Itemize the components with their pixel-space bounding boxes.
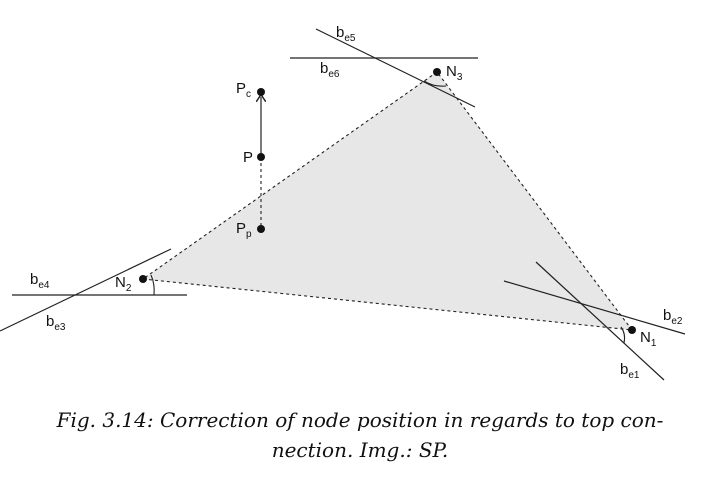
line-be1 bbox=[535, 261, 665, 381]
node-n3 bbox=[433, 68, 441, 76]
triangle-area bbox=[143, 72, 632, 330]
node-n1 bbox=[628, 326, 636, 334]
angle-arc-n3 bbox=[423, 80, 447, 87]
label-n2: N2 bbox=[115, 274, 132, 294]
edge-n2-n1 bbox=[142, 278, 633, 331]
label-pc: Pc bbox=[236, 80, 251, 100]
point-pc bbox=[257, 88, 265, 96]
diagram: be5 be6 N3 Pc P Pp be4 N2 be3 be2 N1 be1 bbox=[0, 24, 686, 381]
label-pp: Pp bbox=[236, 220, 252, 240]
figure-caption: Fig. 3.14: Correction of node position i… bbox=[30, 405, 690, 465]
label-be1: be1 bbox=[620, 361, 640, 381]
caption-line-1: Fig. 3.14: Correction of node position i… bbox=[56, 408, 664, 432]
border-lines bbox=[0, 28, 686, 381]
label-be2: be2 bbox=[663, 307, 683, 327]
label-be3: be3 bbox=[46, 313, 66, 333]
label-n1: N1 bbox=[640, 329, 657, 349]
line-be3 bbox=[0, 248, 172, 332]
point-p bbox=[257, 153, 265, 161]
caption-line-2: nection. Img.: SP. bbox=[271, 438, 449, 462]
points bbox=[139, 68, 636, 334]
point-pp bbox=[257, 225, 265, 233]
angle-arc-n2 bbox=[150, 274, 155, 296]
node-n2 bbox=[139, 275, 147, 283]
label-be4: be4 bbox=[30, 271, 50, 291]
angle-arcs bbox=[150, 80, 626, 344]
label-p: P bbox=[243, 149, 253, 166]
line-be2 bbox=[503, 280, 686, 335]
label-be5: be5 bbox=[336, 24, 356, 44]
line-be5 bbox=[315, 28, 476, 108]
label-be6: be6 bbox=[320, 60, 340, 80]
triangle-edges bbox=[142, 71, 633, 331]
label-n3: N3 bbox=[446, 63, 463, 83]
angle-arc-n1 bbox=[620, 326, 626, 344]
